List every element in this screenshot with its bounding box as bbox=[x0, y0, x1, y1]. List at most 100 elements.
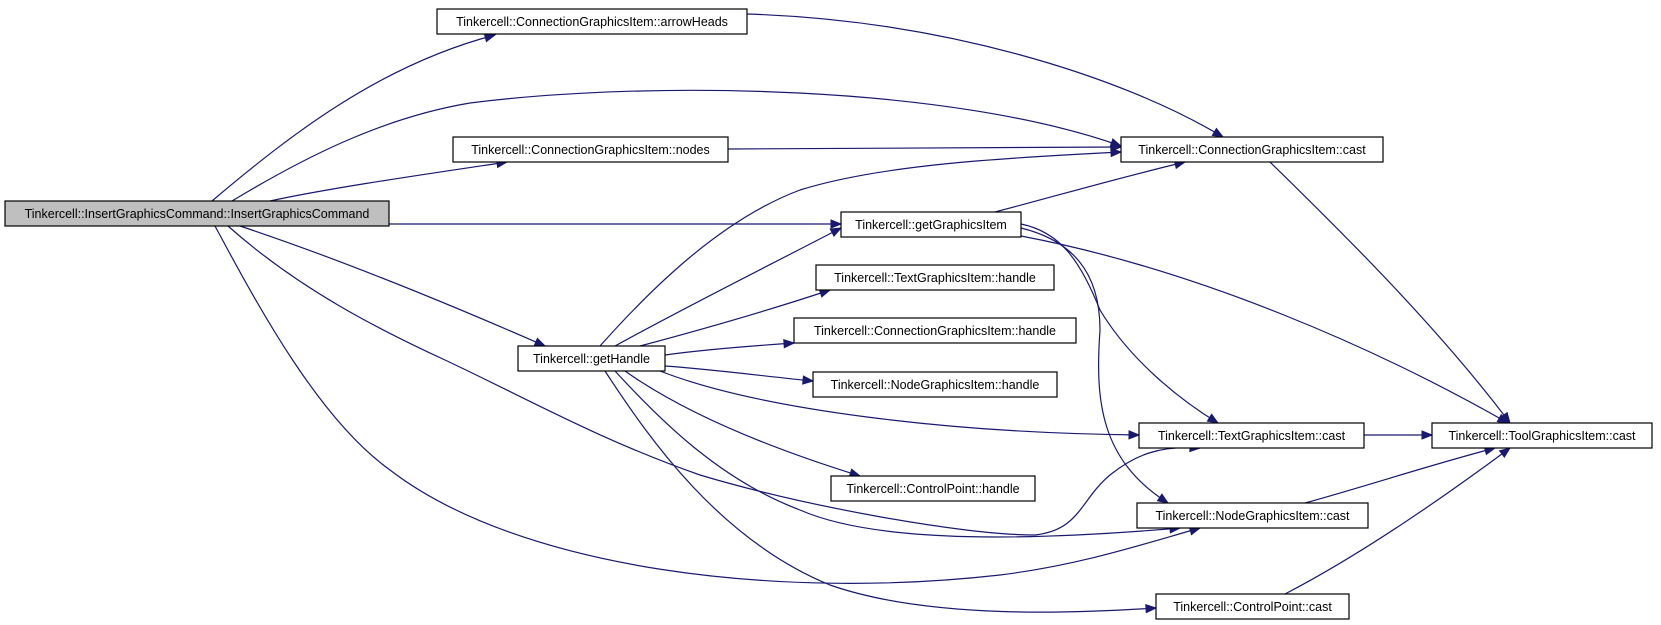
node-box bbox=[1138, 422, 1365, 449]
arrow-head bbox=[830, 219, 843, 229]
edge-getHandle-to-cpCast bbox=[604, 370, 1158, 614]
node-cpHandle[interactable]: Tinkercell::ControlPoint::handle bbox=[830, 475, 1036, 502]
arrow-head bbox=[829, 227, 843, 238]
edge-line bbox=[994, 161, 1186, 213]
arrow-head bbox=[802, 375, 815, 385]
edge-cpCast-to-toolCast bbox=[1284, 447, 1512, 595]
edge-line bbox=[727, 146, 1122, 150]
edge-line bbox=[1020, 235, 1509, 424]
edge-line bbox=[746, 13, 1224, 138]
edge-arrowHeads-to-connCast bbox=[746, 13, 1225, 138]
node-label: Tinkercell::ToolGraphicsItem::cast bbox=[1448, 429, 1636, 443]
node-label: Tinkercell::NodeGraphicsItem::handle bbox=[831, 378, 1040, 392]
edge-line bbox=[659, 370, 1140, 436]
node-box bbox=[1120, 136, 1384, 163]
edge-getHandle-to-cpHandle bbox=[624, 370, 862, 478]
node-box bbox=[4, 200, 390, 227]
node-box bbox=[812, 371, 1058, 398]
node-label: Tinkercell::ConnectionGraphicsItem::hand… bbox=[814, 324, 1056, 338]
arrow-head bbox=[1128, 430, 1141, 440]
edge-line bbox=[604, 370, 1157, 613]
node-box bbox=[815, 264, 1055, 291]
edge-line bbox=[599, 151, 1122, 347]
edge-line bbox=[664, 365, 814, 382]
edge-line bbox=[614, 370, 1181, 538]
call-edges bbox=[211, 13, 1512, 614]
node-getHandle[interactable]: Tinkercell::getHandle bbox=[517, 345, 666, 372]
node-textHandle[interactable]: Tinkercell::TextGraphicsItem::handle bbox=[815, 264, 1055, 291]
node-label: Tinkercell::ConnectionGraphicsItem::arro… bbox=[456, 15, 728, 29]
node-nodeCast[interactable]: Tinkercell::NodeGraphicsItem::cast bbox=[1136, 502, 1369, 529]
node-box bbox=[1431, 422, 1653, 449]
edge-connCast-to-toolCast bbox=[1269, 161, 1511, 425]
edge-getHandle-to-connCast bbox=[599, 147, 1123, 347]
edge-getHandle-to-connHandle bbox=[664, 338, 796, 356]
edge-line bbox=[231, 89, 1122, 202]
node-box bbox=[436, 8, 748, 35]
node-label: Tinkercell::TextGraphicsItem::handle bbox=[834, 271, 1036, 285]
node-label: Tinkercell::ConnectionGraphicsItem::cast bbox=[1138, 143, 1366, 157]
node-box bbox=[1136, 502, 1369, 529]
node-label: Tinkercell::NodeGraphicsItem::cast bbox=[1155, 509, 1350, 523]
node-nodeHandle[interactable]: Tinkercell::NodeGraphicsItem::handle bbox=[812, 371, 1058, 398]
arrow-head bbox=[1206, 413, 1220, 424]
edge-getGI-to-toolCast bbox=[1020, 235, 1510, 424]
edge-nodes-to-connCast bbox=[727, 142, 1123, 152]
node-box bbox=[793, 317, 1077, 344]
node-connHandle[interactable]: Tinkercell::ConnectionGraphicsItem::hand… bbox=[793, 317, 1077, 344]
edge-root-to-getHandle bbox=[239, 225, 547, 347]
edge-getHandle-to-getGI bbox=[614, 227, 843, 347]
edge-line bbox=[614, 227, 842, 347]
edge-getGI-to-connCast bbox=[994, 159, 1187, 213]
edge-line bbox=[227, 225, 1201, 536]
arrow-head bbox=[1499, 411, 1511, 425]
edge-line bbox=[269, 161, 508, 202]
arrow-head bbox=[1421, 430, 1434, 440]
node-getGI[interactable]: Tinkercell::getGraphicsItem bbox=[840, 211, 1022, 238]
node-nodes[interactable]: Tinkercell::ConnectionGraphicsItem::node… bbox=[452, 136, 729, 163]
node-box bbox=[840, 211, 1022, 238]
edge-line bbox=[639, 289, 831, 347]
edge-line bbox=[211, 34, 496, 202]
call-nodes: Tinkercell::InsertGraphicsCommand::Inser… bbox=[4, 8, 1653, 620]
node-arrowHeads[interactable]: Tinkercell::ConnectionGraphicsItem::arro… bbox=[436, 8, 748, 35]
node-label: Tinkercell::ControlPoint::handle bbox=[846, 482, 1019, 496]
edge-getHandle-to-nodeHandle bbox=[664, 365, 815, 385]
edge-getGI-to-nodeCast bbox=[1020, 227, 1170, 504]
edge-line bbox=[1020, 227, 1169, 504]
edge-getGI-to-textCast bbox=[1020, 223, 1220, 424]
edge-line bbox=[214, 225, 1201, 584]
node-label: Tinkercell::ConnectionGraphicsItem::node… bbox=[471, 143, 710, 157]
arrow-head bbox=[1110, 147, 1123, 158]
edge-root-to-getGI bbox=[389, 219, 843, 229]
node-box bbox=[452, 136, 729, 163]
arrow-head bbox=[1211, 127, 1225, 138]
node-label: Tinkercell::TextGraphicsItem::cast bbox=[1158, 429, 1346, 443]
edge-root-to-nodes bbox=[269, 158, 509, 202]
edge-textCast-to-toolCast bbox=[1364, 430, 1434, 440]
edge-getHandle-to-textCast bbox=[659, 370, 1141, 440]
edge-line bbox=[624, 370, 861, 477]
arrow-head bbox=[1498, 447, 1512, 459]
node-root[interactable]: Tinkercell::InsertGraphicsCommand::Inser… bbox=[4, 200, 390, 227]
node-cpCast[interactable]: Tinkercell::ControlPoint::cast bbox=[1155, 593, 1350, 620]
node-textCast[interactable]: Tinkercell::TextGraphicsItem::cast bbox=[1138, 422, 1365, 449]
edge-nodeCast-to-toolCast bbox=[1304, 446, 1497, 504]
arrow-head bbox=[533, 337, 547, 347]
edge-line bbox=[664, 342, 795, 356]
node-connCast[interactable]: Tinkercell::ConnectionGraphicsItem::cast bbox=[1120, 136, 1384, 163]
edge-line bbox=[1304, 447, 1496, 504]
node-label: Tinkercell::getGraphicsItem bbox=[855, 218, 1007, 232]
node-label: Tinkercell::getHandle bbox=[533, 352, 650, 366]
arrow-head bbox=[483, 33, 497, 43]
node-label: Tinkercell::InsertGraphicsCommand::Inser… bbox=[25, 207, 370, 221]
node-box bbox=[1155, 593, 1350, 620]
node-toolCast[interactable]: Tinkercell::ToolGraphicsItem::cast bbox=[1431, 422, 1653, 449]
arrow-head bbox=[783, 338, 796, 349]
edge-line bbox=[1020, 223, 1219, 424]
node-label: Tinkercell::ControlPoint::cast bbox=[1173, 600, 1332, 614]
edge-line bbox=[1269, 161, 1511, 424]
edge-line bbox=[239, 225, 546, 347]
node-box bbox=[517, 345, 666, 372]
